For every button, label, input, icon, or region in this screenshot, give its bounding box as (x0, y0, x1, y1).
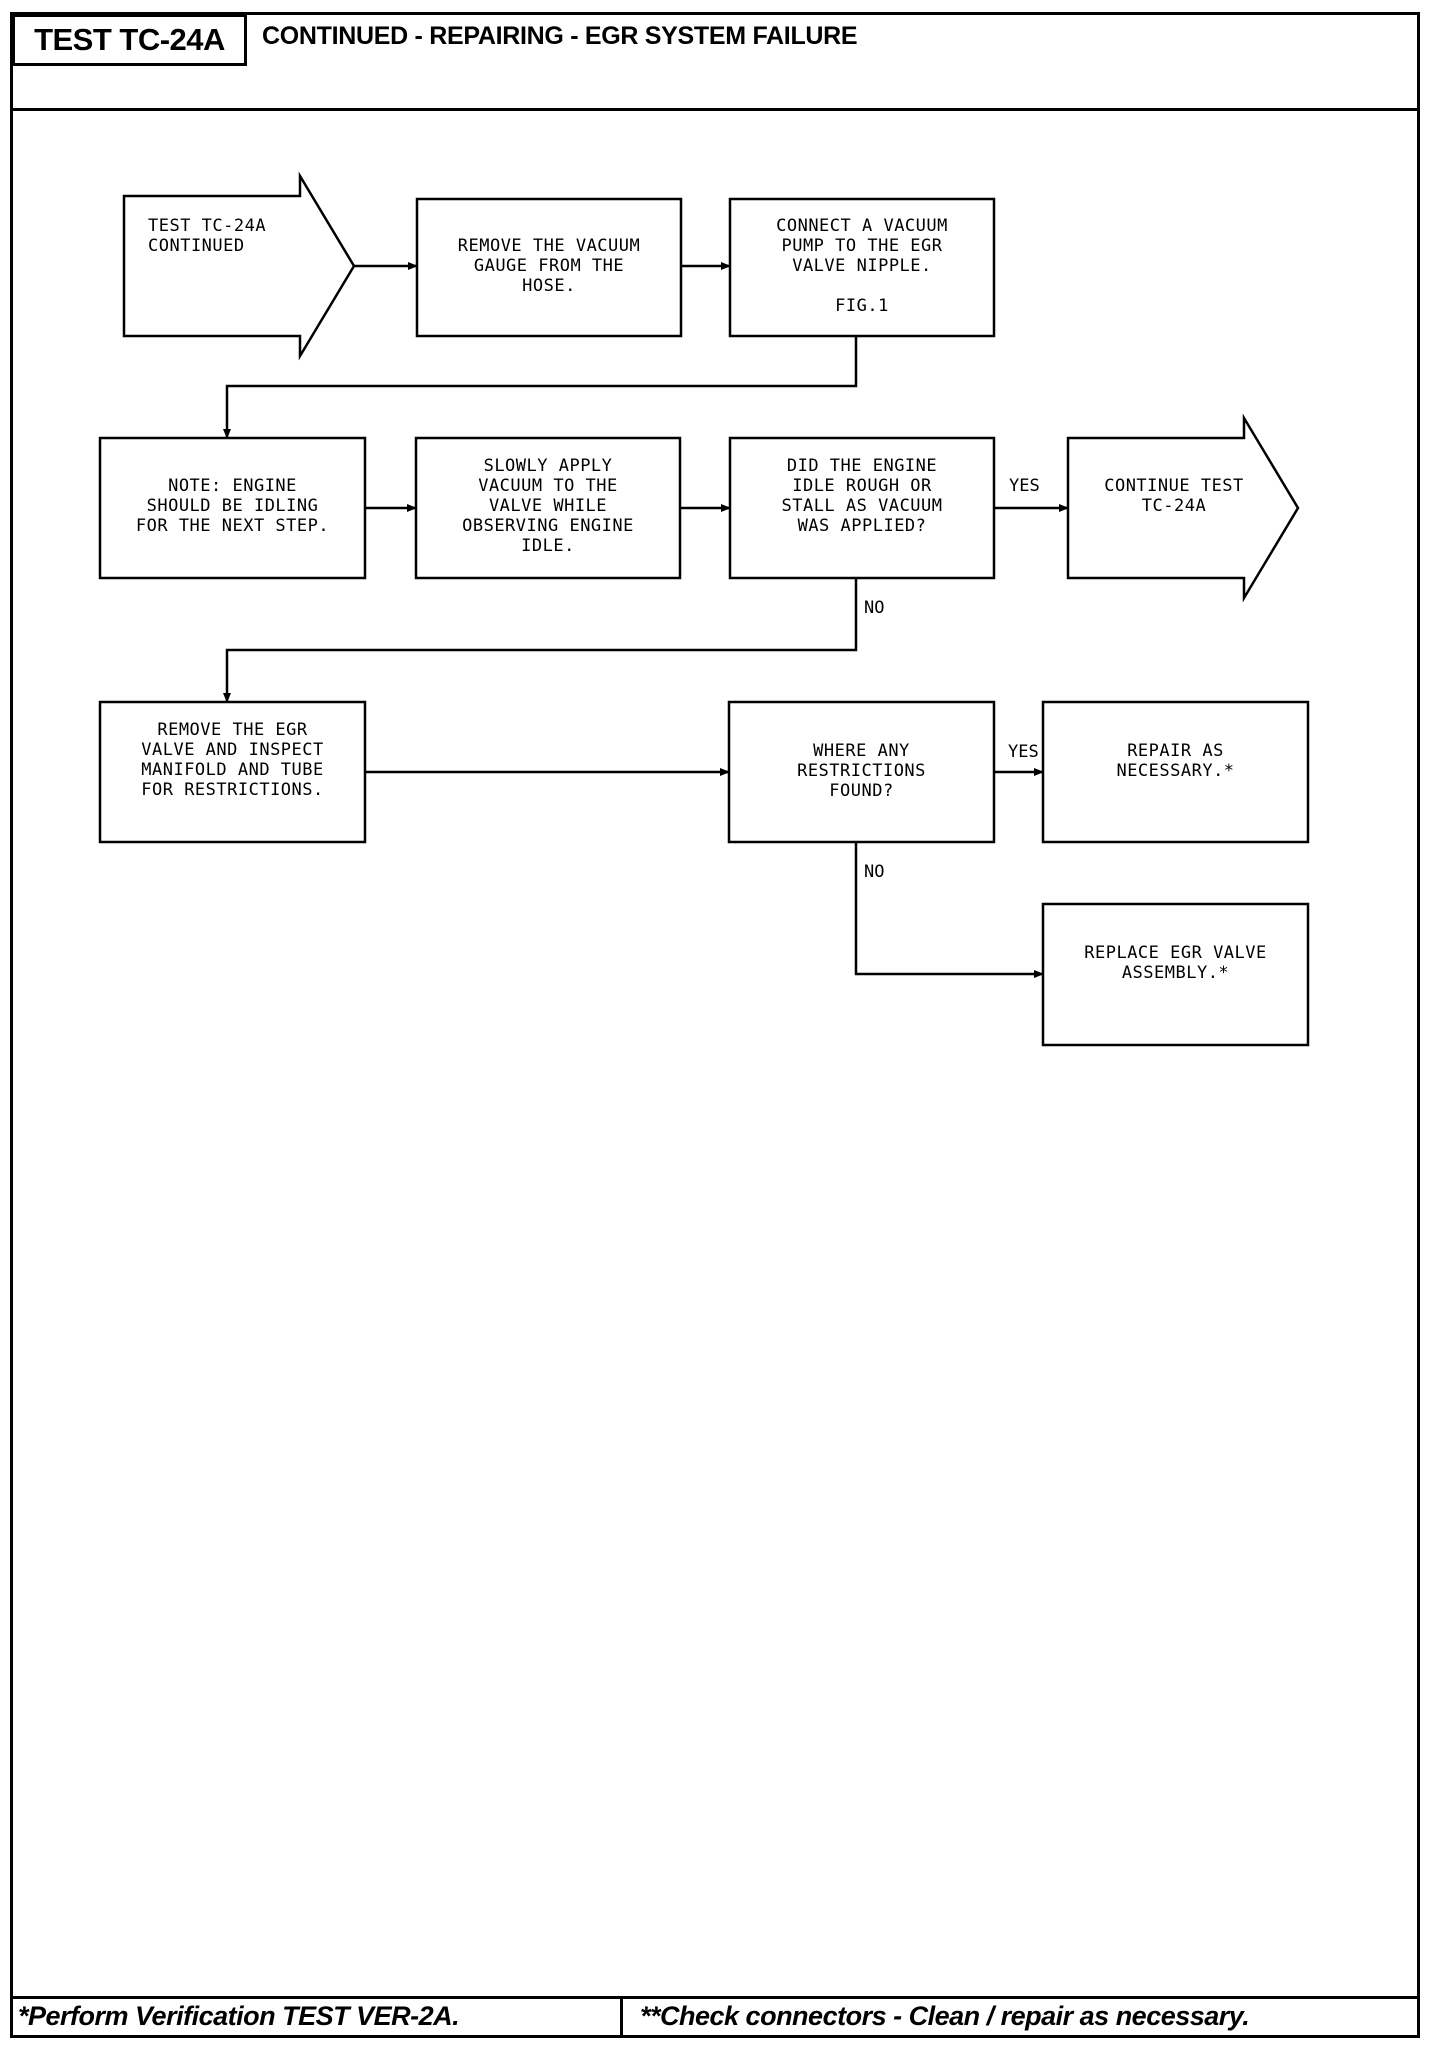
connector-connect-pump-to-note (223, 336, 858, 439)
continue-test-label: CONTINUE TEST TC-24A (1104, 476, 1244, 516)
repair-label: REPAIR AS NECESSARY.* (1116, 741, 1235, 781)
test-id-box: TEST TC-24A (12, 14, 247, 66)
connect-pump-box (728, 197, 996, 338)
edge-label-no-did-engine: NO (864, 598, 885, 618)
page-title: CONTINUED - REPAIRING - EGR SYSTEM FAILU… (262, 22, 858, 50)
connector-restrictions-no (854, 842, 1044, 978)
continue-test-arrow-shape (1066, 413, 1300, 603)
start-label: TEST TC-24A CONTINUED (148, 216, 267, 256)
remove-valve-label: REMOVE THE EGR VALVE AND INSPECT MANIFOL… (141, 720, 324, 800)
footer-divider (10, 1996, 1420, 1999)
repair-box (1041, 700, 1310, 844)
header-divider (10, 108, 1420, 111)
restrictions-found-label: WHERE ANY RESTRICTIONS FOUND? (797, 741, 926, 801)
connect-pump-label: CONNECT A VACUUM PUMP TO THE EGR VALVE N… (776, 216, 948, 316)
did-engine-label: DID THE ENGINE IDLE ROUGH OR STALL AS VA… (781, 456, 943, 536)
edge-label-no-restrictions: NO (864, 862, 885, 882)
remove-gauge-box (415, 197, 683, 338)
remove-valve-box (98, 700, 367, 844)
connector-did-engine-no (223, 578, 858, 703)
note-idling-label: NOTE: ENGINE SHOULD BE IDLING FOR THE NE… (135, 476, 330, 536)
apply-vacuum-label: SLOWLY APPLY VACUUM TO THE VALVE WHILE O… (462, 456, 634, 556)
flowchart-connectors (223, 262, 1069, 978)
edge-label-yes-did-engine: YES (1009, 476, 1040, 496)
start-arrow-shape (122, 171, 356, 361)
replace-valve-box (1041, 902, 1310, 1047)
replace-valve-label: REPLACE EGR VALVE ASSEMBLY.* (1084, 943, 1267, 983)
edge-label-yes-restrictions: YES (1008, 742, 1039, 762)
apply-vacuum-box (414, 436, 682, 580)
flowchart-shapes (98, 171, 1310, 1047)
note-idling-box (98, 436, 367, 580)
footer-note-verification: *Perform Verification TEST VER-2A. (18, 2001, 460, 2031)
remove-gauge-label: REMOVE THE VACUUM GAUGE FROM THE HOSE. (457, 236, 641, 296)
footer-column-divider (620, 1996, 623, 2038)
page-frame (10, 12, 1420, 2038)
did-engine-box (728, 436, 996, 580)
footer-note-connectors: **Check connectors - Clean / repair as n… (640, 2001, 1250, 2031)
